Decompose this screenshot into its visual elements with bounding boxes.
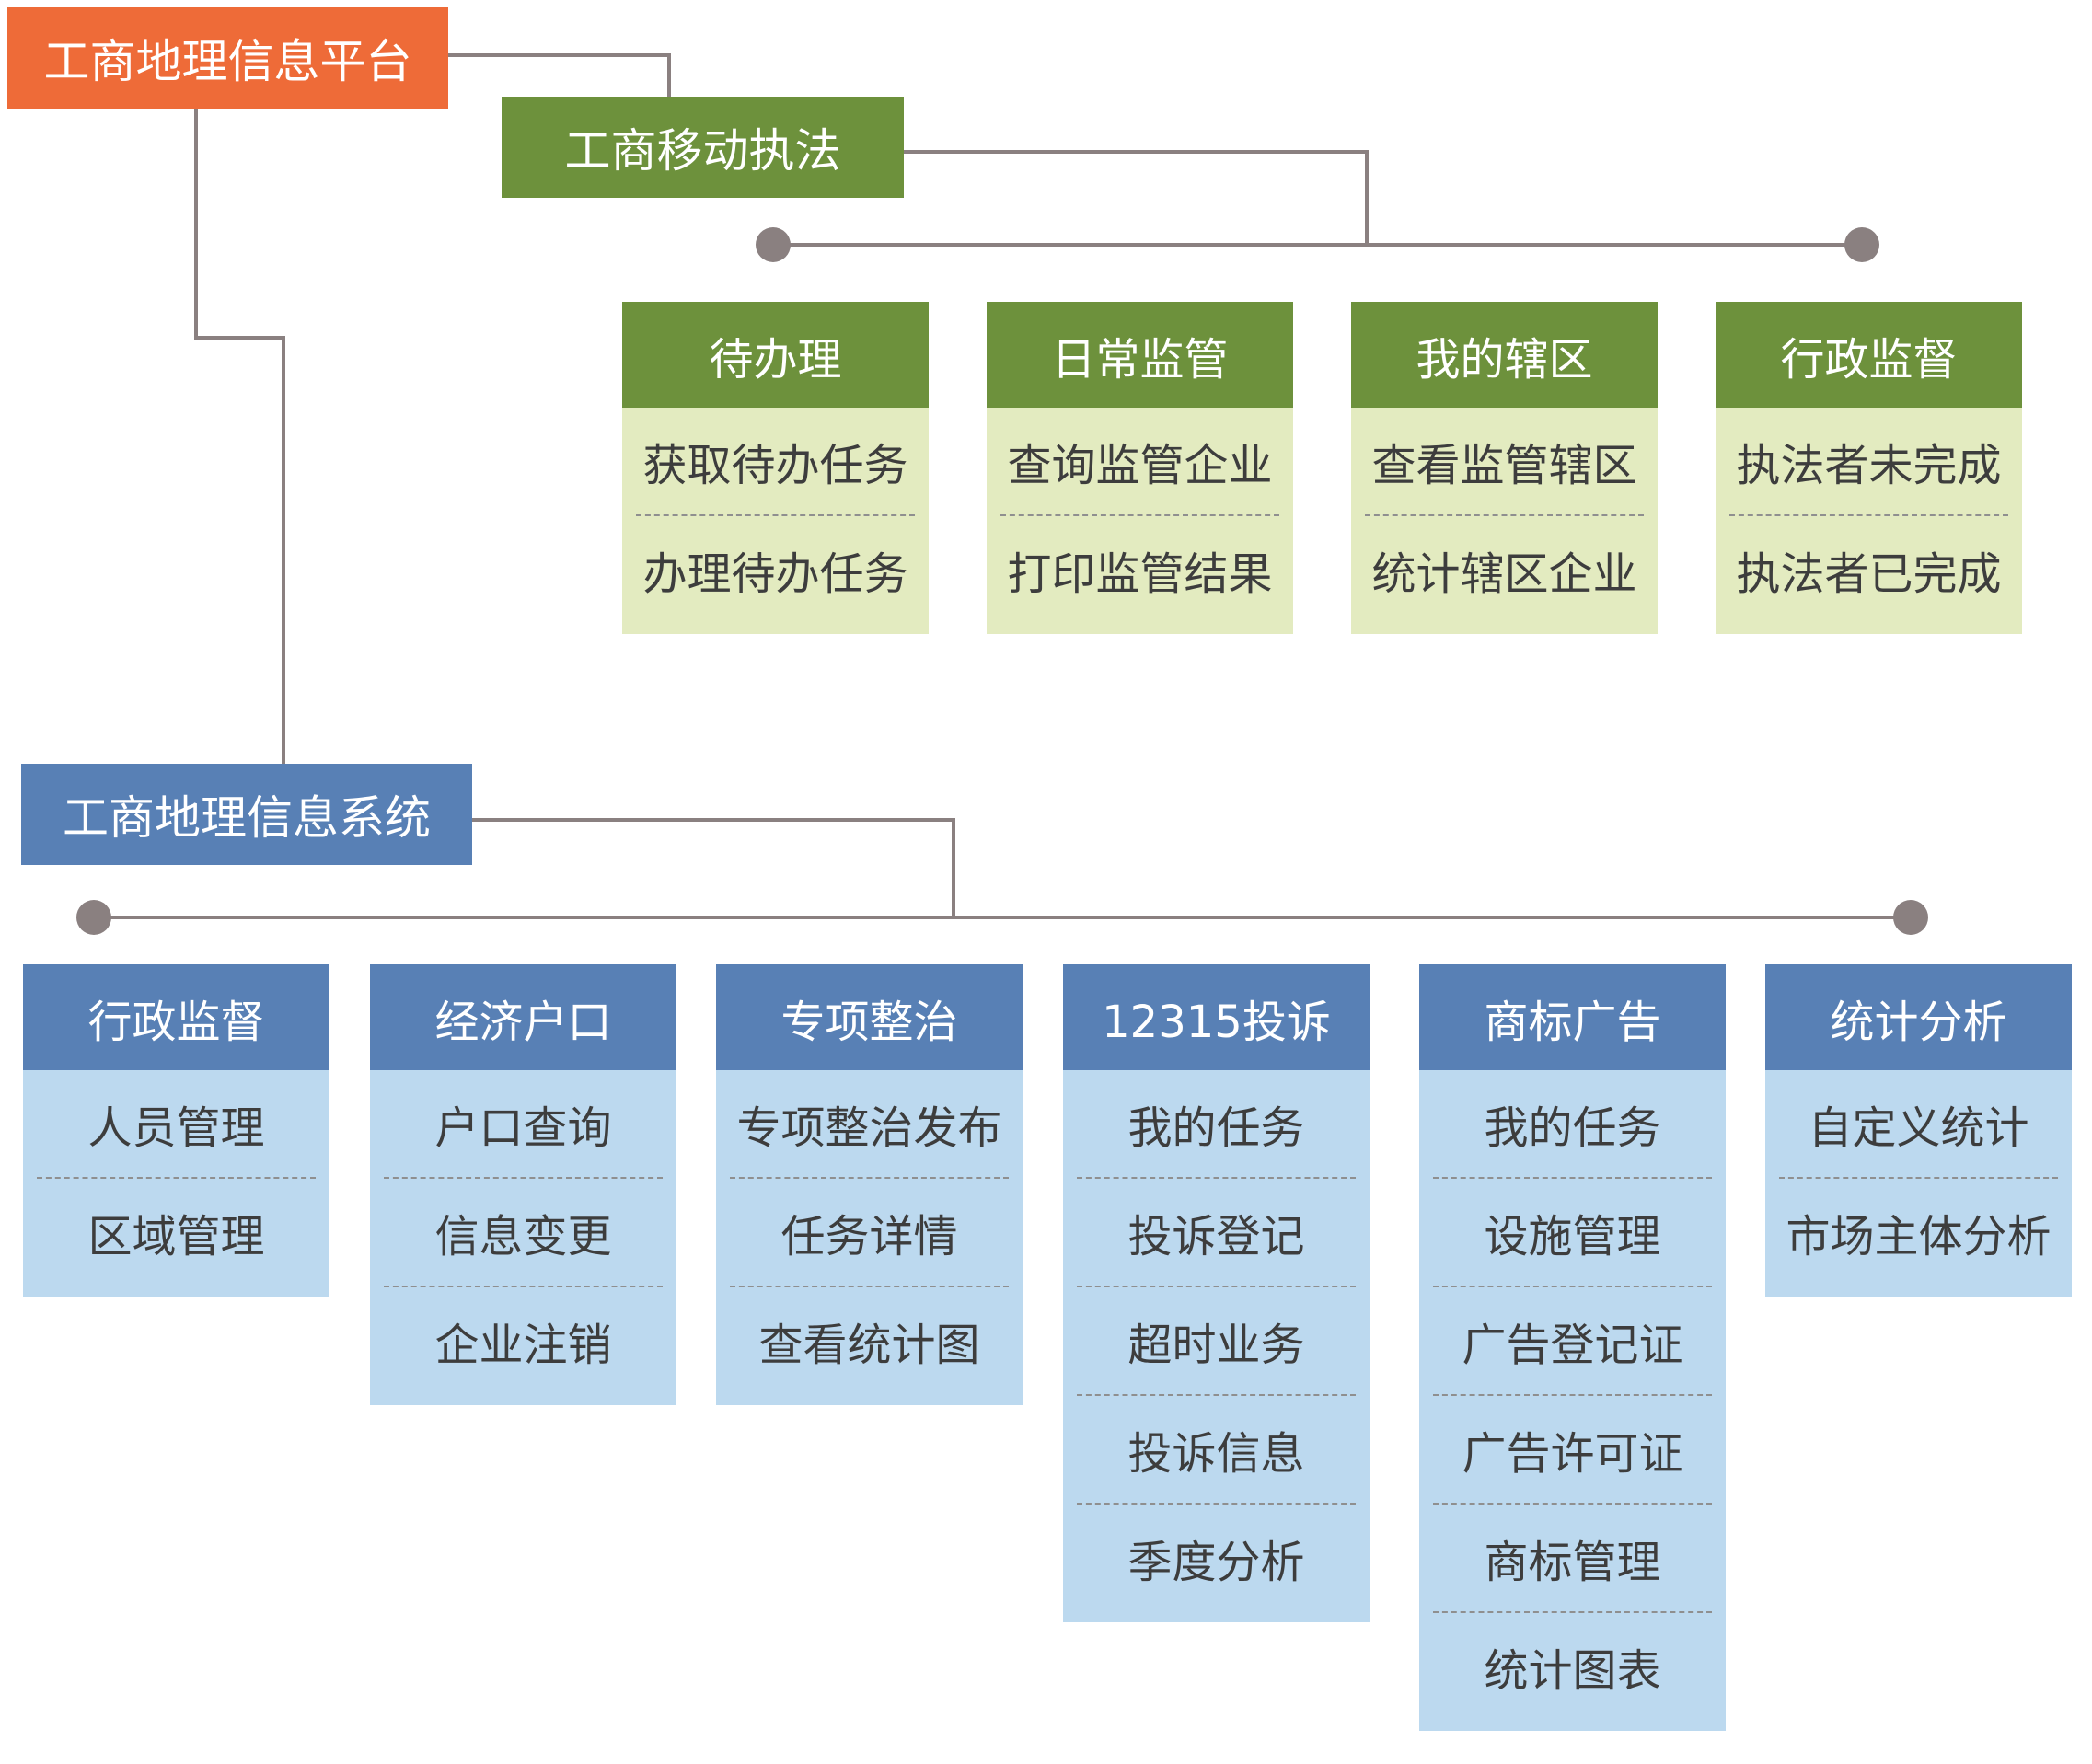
module-title: 统计分析 (1765, 964, 2072, 1070)
mobile-module-card: 行政监督执法者未完成执法者已完成 (1716, 302, 2022, 634)
item-divider (1077, 1177, 1356, 1179)
module-items: 自定义统计市场主体分析 (1765, 1070, 2072, 1297)
module-item: 户口查询 (434, 1102, 612, 1154)
platform-title: 工商地理信息平台 (7, 7, 448, 109)
gis-module-card: 12315投诉我的任务投诉登记超时业务投诉信息季度分析 (1063, 964, 1370, 1622)
module-items: 专项整治发布任务详情查看统计图 (716, 1070, 1023, 1405)
module-items: 我的任务投诉登记超时业务投诉信息季度分析 (1063, 1070, 1370, 1622)
module-title: 12315投诉 (1063, 964, 1370, 1070)
module-item: 统计图表 (1484, 1645, 1661, 1697)
module-items: 人员管理区域管理 (23, 1070, 329, 1297)
module-item: 广告许可证 (1462, 1428, 1683, 1480)
bus-gis-left-node (76, 900, 111, 935)
module-item: 人员管理 (87, 1102, 265, 1154)
module-items: 获取待办任务办理待办任务 (622, 408, 929, 634)
module-item: 投诉登记 (1127, 1211, 1305, 1262)
item-divider (384, 1177, 663, 1179)
module-title: 行政监督 (23, 964, 329, 1070)
item-divider (1729, 514, 2008, 516)
module-title: 我的辖区 (1351, 302, 1658, 408)
item-divider (1365, 514, 1644, 516)
item-divider (1433, 1503, 1712, 1505)
item-divider (636, 514, 915, 516)
item-divider (1077, 1394, 1356, 1396)
module-items: 我的任务设施管理广告登记证广告许可证商标管理统计图表 (1419, 1070, 1726, 1731)
module-item: 执法者已完成 (1736, 548, 2002, 600)
gis-module-card: 统计分析自定义统计市场主体分析 (1765, 964, 2072, 1297)
item-divider (1433, 1394, 1712, 1396)
bus-mobile-right-node (1844, 227, 1879, 262)
module-item: 设施管理 (1484, 1211, 1661, 1262)
module-item: 打印监管结果 (1007, 548, 1273, 600)
connector-root-gis (194, 109, 285, 764)
module-title: 经济户口 (370, 964, 676, 1070)
item-divider (37, 1177, 316, 1179)
module-title: 日常监管 (987, 302, 1293, 408)
mobile-module-card: 日常监管查询监管企业打印监管结果 (987, 302, 1293, 634)
item-divider (1433, 1286, 1712, 1287)
module-item: 我的任务 (1484, 1102, 1661, 1154)
module-title: 专项整治 (716, 964, 1023, 1070)
mobile-module-card: 我的辖区查看监管辖区统计辖区企业 (1351, 302, 1658, 634)
module-item: 专项整治发布 (736, 1102, 1002, 1154)
module-item: 商标管理 (1484, 1537, 1661, 1588)
item-divider (1000, 514, 1279, 516)
item-divider (1433, 1177, 1712, 1179)
gis-module-card: 经济户口户口查询信息变更企业注销 (370, 964, 676, 1405)
module-item: 我的任务 (1127, 1102, 1305, 1154)
module-item: 查询监管企业 (1007, 440, 1273, 491)
module-item: 季度分析 (1127, 1537, 1305, 1588)
module-item: 区域管理 (87, 1211, 265, 1262)
item-divider (1433, 1611, 1712, 1613)
mobile-enforcement-title: 工商移动执法 (502, 97, 904, 198)
mobile-module-card: 待办理获取待办任务办理待办任务 (622, 302, 929, 634)
module-title: 待办理 (622, 302, 929, 408)
module-item: 自定义统计 (1808, 1102, 2029, 1154)
module-item: 企业注销 (434, 1320, 612, 1371)
module-items: 查询监管企业打印监管结果 (987, 408, 1293, 634)
item-divider (730, 1286, 1009, 1287)
module-item: 广告登记证 (1462, 1320, 1683, 1371)
connector-mobile-bus (904, 150, 1369, 245)
module-items: 查看监管辖区统计辖区企业 (1351, 408, 1658, 634)
module-item: 任务详情 (780, 1211, 958, 1262)
gis-module-card: 商标广告我的任务设施管理广告登记证广告许可证商标管理统计图表 (1419, 964, 1726, 1731)
module-item: 市场主体分析 (1786, 1211, 2052, 1262)
bus-mobile-left-node (756, 227, 791, 262)
bus-gis-right-node (1893, 900, 1928, 935)
module-item: 信息变更 (434, 1211, 612, 1262)
module-title: 行政监督 (1716, 302, 2022, 408)
module-item: 投诉信息 (1127, 1428, 1305, 1480)
connector-gis-bus (472, 818, 955, 917)
module-item: 统计辖区企业 (1371, 548, 1637, 600)
module-item: 查看统计图 (758, 1320, 980, 1371)
connector-root-mobile (448, 53, 671, 97)
module-items: 执法者未完成执法者已完成 (1716, 408, 2022, 634)
item-divider (730, 1177, 1009, 1179)
item-divider (1077, 1286, 1356, 1287)
item-divider (384, 1286, 663, 1287)
item-divider (1077, 1503, 1356, 1505)
module-item: 办理待办任务 (642, 548, 908, 600)
module-item: 执法者未完成 (1736, 440, 2002, 491)
gis-system-title: 工商地理信息系统 (21, 764, 472, 865)
module-item: 获取待办任务 (642, 440, 908, 491)
module-title: 商标广告 (1419, 964, 1726, 1070)
module-item: 超时业务 (1127, 1320, 1305, 1371)
gis-module-card: 专项整治专项整治发布任务详情查看统计图 (716, 964, 1023, 1405)
gis-module-card: 行政监督人员管理区域管理 (23, 964, 329, 1297)
module-items: 户口查询信息变更企业注销 (370, 1070, 676, 1405)
module-item: 查看监管辖区 (1371, 440, 1637, 491)
item-divider (1779, 1177, 2058, 1179)
